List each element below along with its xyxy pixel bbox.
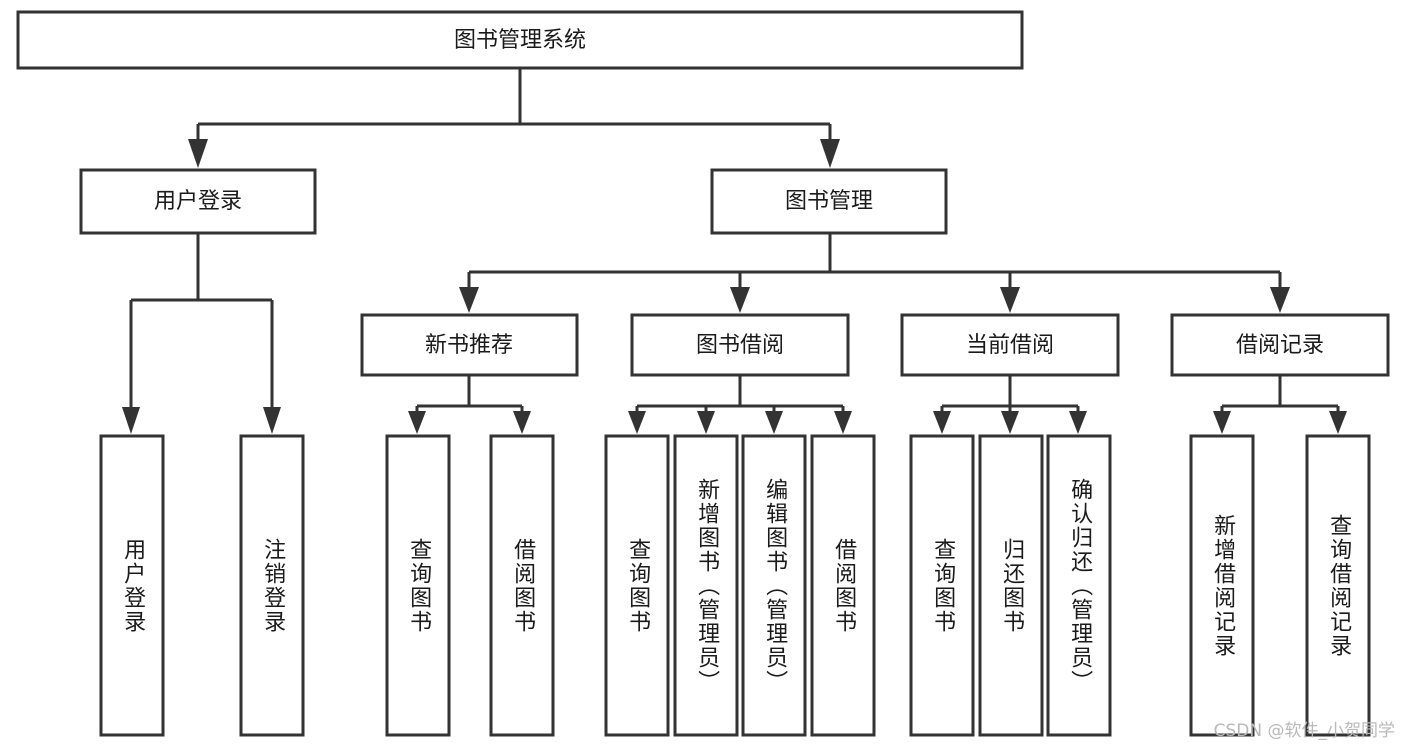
node-current-borrow-box[interactable]	[900, 313, 1120, 377]
node-borrow-record-box[interactable]	[1170, 313, 1390, 377]
node-new-book-recommend-label: 新书推荐	[425, 333, 513, 358]
node-book-management-label: 图书管理	[785, 189, 873, 214]
node-current-borrow-label: 当前借阅	[966, 333, 1054, 358]
watermark-text: CSDN @软件_小贺同学	[1213, 721, 1395, 741]
arrowhead-userlogin	[188, 139, 208, 168]
arrowhead-leaf-bookborrow-3	[765, 411, 783, 434]
node-root-label: 图书管理系统	[454, 28, 586, 53]
arrowhead-leaf-user-login-1	[122, 407, 140, 434]
arrowhead-leaf-borrowrecord-2	[1329, 411, 1347, 434]
connector-group-root	[188, 67, 840, 168]
connector-group-borrowrecord-leaves	[1213, 375, 1347, 434]
leaf-box-borrowrecord-2[interactable]	[1305, 434, 1371, 737]
arrowhead-bookmgmt	[820, 139, 840, 168]
arrowhead-leaf-newbook-2	[513, 411, 531, 434]
leaf-box-currentborrow-3[interactable]	[1046, 434, 1112, 737]
arrowhead-leaf-currentborrow-3	[1069, 411, 1087, 434]
node-book-borrow-box[interactable]	[630, 313, 850, 377]
leaf-box-user-login-2[interactable]	[239, 434, 305, 737]
leaf-box-currentborrow-2[interactable]	[978, 434, 1044, 737]
arrowhead-leaf-user-login-2	[263, 407, 281, 434]
leaf-box-user-login-1[interactable]	[99, 434, 165, 737]
arrowhead-leaf-currentborrow-2	[1001, 411, 1019, 434]
connector-group-newbook-leaves	[408, 375, 531, 434]
leaf-box-newbook-1[interactable]	[385, 434, 451, 737]
arrowhead-borrowrecord	[1270, 287, 1290, 313]
arrowhead-leaf-bookborrow-1	[628, 411, 646, 434]
leaf-box-currentborrow-1[interactable]	[909, 434, 975, 737]
leaf-box-bookborrow-2[interactable]	[673, 434, 739, 737]
leaf-box-newbook-2[interactable]	[489, 434, 555, 737]
node-user-login-label: 用户登录	[154, 189, 242, 214]
arrowhead-leaf-bookborrow-2	[697, 411, 715, 434]
arrowhead-newbook	[459, 287, 479, 313]
arrowhead-leaf-currentborrow-1	[933, 411, 951, 434]
leaf-box-bookborrow-3[interactable]	[741, 434, 807, 737]
node-user-login-box[interactable]	[79, 168, 317, 235]
arrowhead-bookborrow	[730, 287, 750, 313]
node-new-book-recommend-box[interactable]	[360, 313, 579, 377]
connector-group-userlogin	[122, 233, 281, 434]
leaf-box-borrowrecord-1[interactable]	[1189, 434, 1255, 737]
connector-group-bookmgmt	[459, 233, 1290, 313]
node-book-management-box[interactable]	[710, 168, 948, 235]
arrowhead-leaf-borrowrecord-1	[1213, 411, 1231, 434]
arrowhead-leaf-bookborrow-4	[834, 411, 852, 434]
connector-group-currentborrow-leaves	[933, 375, 1087, 434]
leaf-box-bookborrow-4[interactable]	[810, 434, 876, 737]
connector-group-bookborrow-leaves	[628, 375, 852, 434]
arrowhead-leaf-newbook-1	[408, 411, 426, 434]
node-borrow-record-label: 借阅记录	[1236, 333, 1324, 358]
arrowhead-currentborrow	[1000, 287, 1020, 313]
node-root-box[interactable]	[16, 10, 1024, 70]
leaf-box-bookborrow-1[interactable]	[604, 434, 670, 737]
node-book-borrow-label: 图书借阅	[696, 333, 784, 358]
